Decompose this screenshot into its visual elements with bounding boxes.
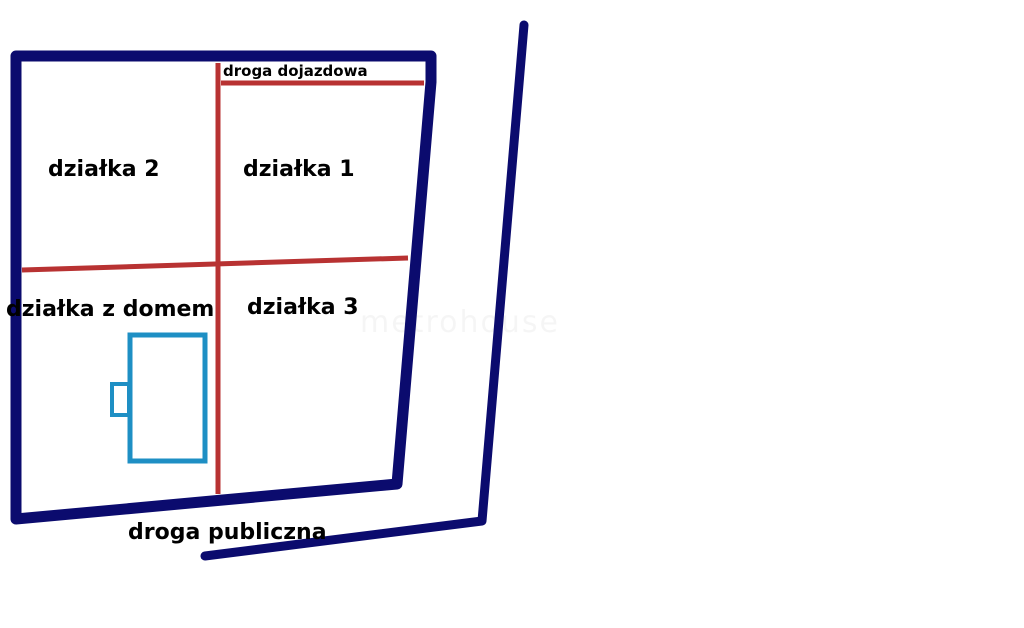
parcel-2-label: działka 2 (48, 157, 160, 182)
house-annex (110, 382, 131, 417)
access-road-label: droga dojazdowa (223, 62, 368, 80)
public-road-label: droga publiczna (128, 520, 327, 545)
parcel-1-label: działka 1 (243, 157, 355, 182)
public-road-line (200, 20, 529, 561)
house-footprint (127, 332, 208, 464)
watermark-text: metrohouse (360, 305, 560, 340)
parcel-3-label: działka 3 (247, 295, 359, 320)
property-boundary (10, 50, 437, 525)
division-line-horizontal (21, 255, 409, 273)
parcel-with-house-label: działka z domem (6, 297, 214, 322)
